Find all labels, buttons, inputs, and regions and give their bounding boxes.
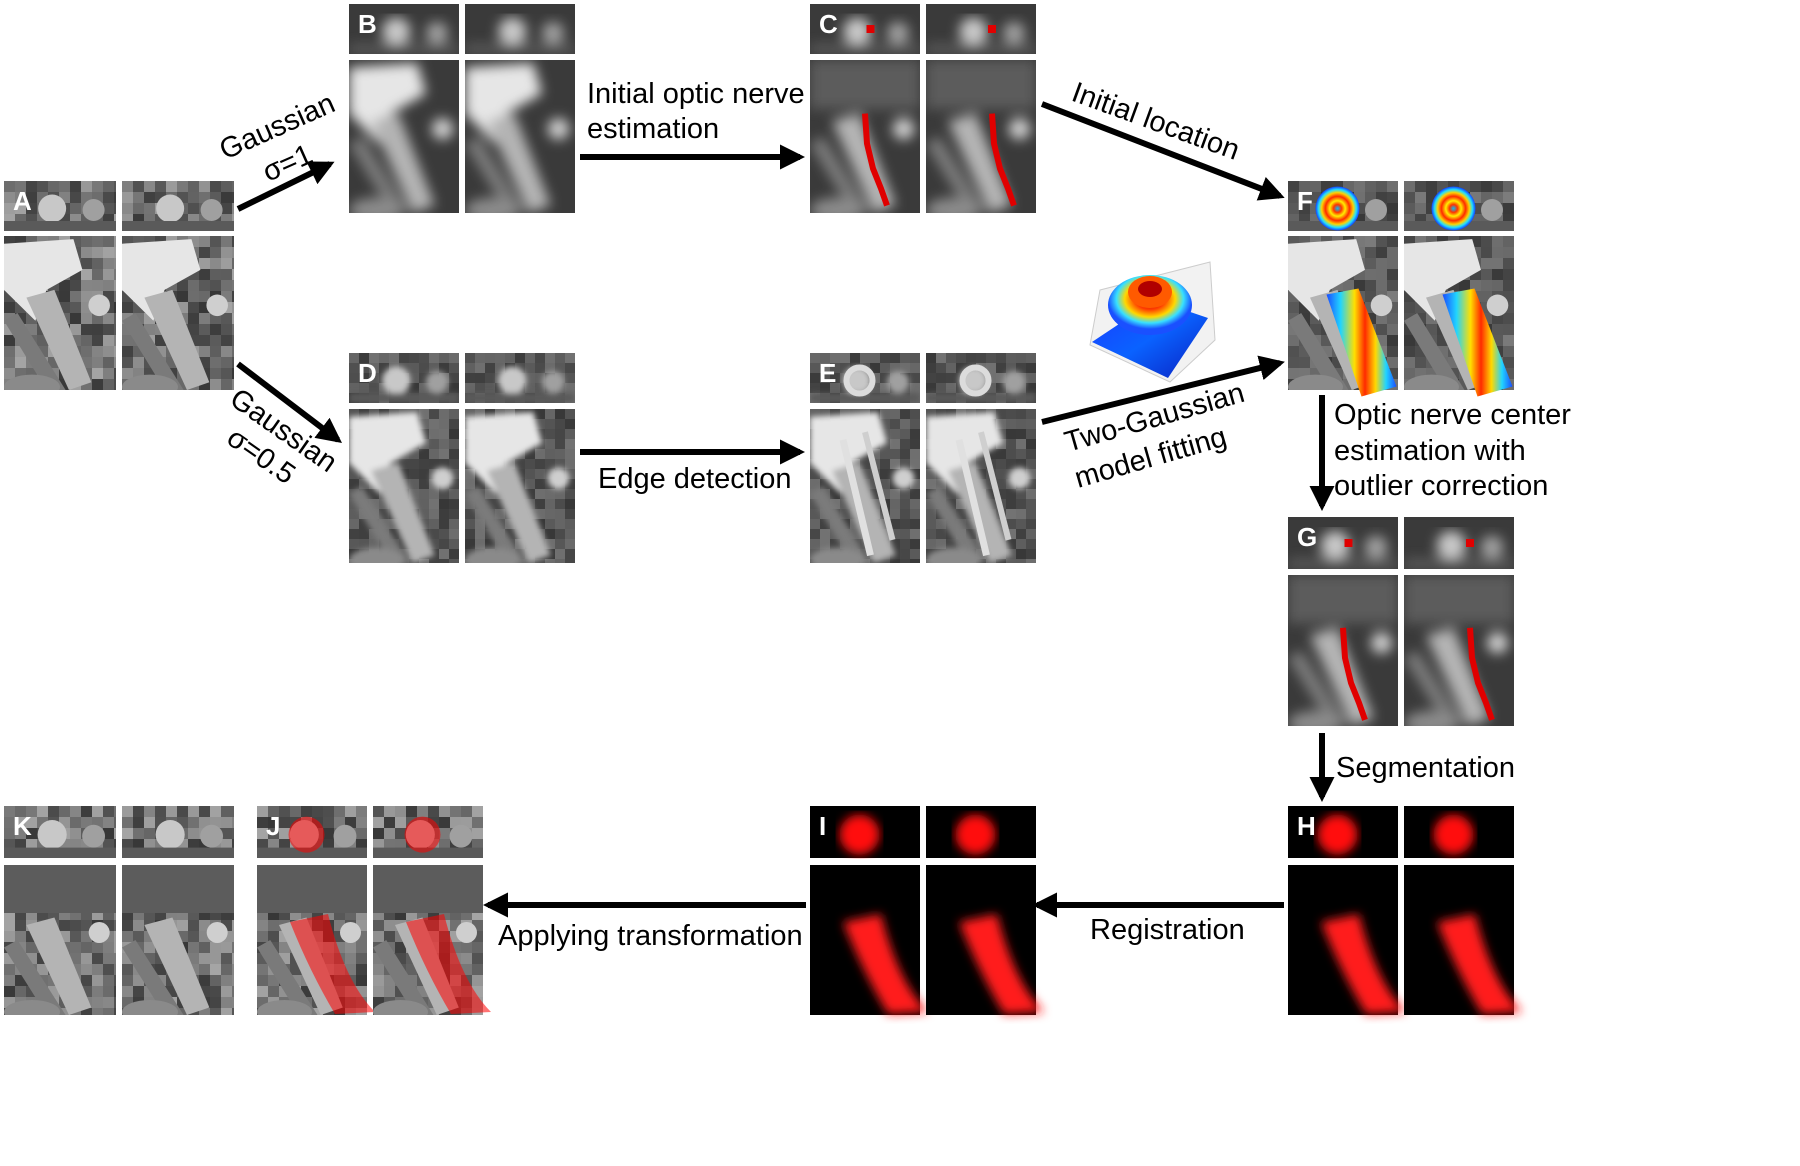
panel-f: F [1288,181,1514,397]
centerline-path [862,113,890,207]
panel-label: E [819,358,836,388]
centerline-path [989,113,1017,207]
overlay-top [404,816,441,853]
overlay-bottom [406,914,491,1014]
registration-label: Registration [1090,914,1245,946]
center-marker [1466,539,1474,547]
center-estimation-line1: Optic nerve center [1334,399,1571,431]
initial-estimation-line2: estimation [587,113,719,145]
center-marker [1344,539,1353,547]
center-estimation-line3: outlier correction [1334,470,1548,502]
image-panels: A B C D E F G H I J K [4,4,1522,1015]
panel-j: J [257,806,491,1015]
panel-h: H [1288,806,1522,1015]
panel-label: D [358,358,377,388]
panel-label: K [13,811,32,841]
panel-a: A [4,181,234,390]
segmentation-label: Segmentation [1336,752,1515,784]
panel-label: C [819,9,838,39]
centerline-path [1340,627,1368,721]
segmentation-mask-bottom [1437,914,1522,1014]
segmentation-mask-top [1433,814,1474,855]
panel-label: H [1297,811,1316,841]
arrows [236,101,1335,918]
panel-e: E [810,353,1036,563]
edge-detection-label: Edge detection [598,463,791,495]
panel-label: I [819,811,826,841]
segmentation-mask-top [839,814,880,855]
panel-label: F [1297,186,1313,216]
segmentation-mask-bottom [959,914,1044,1014]
panel-i: I [810,806,1044,1015]
overlay-bottom [290,914,375,1014]
two-gaussian-surface-plot [1089,261,1216,383]
arrow-a-to-d [236,361,343,444]
arrow-c-to-f [1040,101,1285,201]
panel-label: A [13,186,32,216]
centerline-path [1467,627,1495,721]
initial-estimation-line1: Initial optic nerve [587,78,805,110]
center-estimation-line2: estimation with [1334,435,1526,467]
applying-transformation-label: Applying transformation [498,920,803,952]
panel-label: J [266,811,280,841]
panel-label: G [1297,522,1317,552]
segmentation-mask-bottom [843,914,928,1014]
two-gaussian-fit-band [1442,288,1513,397]
panel-label: B [358,9,377,39]
panel-b: B [349,4,575,213]
segmentation-mask-top [1317,814,1358,855]
panel-d: D [349,353,575,563]
panel-g: G [1288,517,1514,726]
arrow-a-to-b [236,161,335,212]
segmentation-mask-top [955,814,996,855]
two-gaussian-fit-band [1326,288,1397,397]
panel-k: K [4,806,234,1015]
segmentation-mask-bottom [1321,914,1406,1014]
two-gaussian-fit-ring [1315,186,1360,231]
overlay-top [288,816,325,853]
center-marker [988,25,996,33]
arrow-e-to-f [1041,355,1285,425]
two-gaussian-fit-ring [1431,186,1476,231]
panel-c: C [810,4,1036,213]
center-marker [866,25,875,33]
